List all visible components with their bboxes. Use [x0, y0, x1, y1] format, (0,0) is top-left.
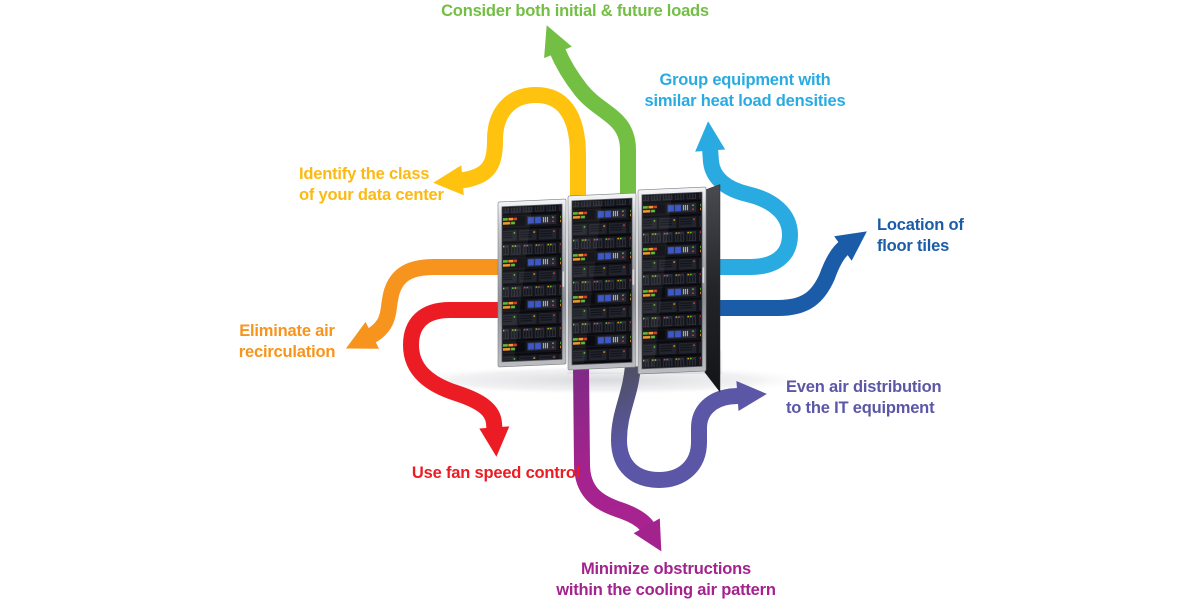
arrow-fan-speed — [402, 302, 540, 457]
callout-arrows — [345, 25, 867, 552]
arrow-floor-tiles — [690, 231, 867, 316]
arrow-air-distribution — [610, 365, 767, 489]
arrow-eliminate-recirculation — [345, 259, 540, 349]
arrow-identify-class — [433, 86, 586, 204]
server-racks-reflection — [497, 349, 721, 558]
arrow-initial-loads — [544, 25, 636, 204]
callout-initial-loads-label: Consider both initial & future loads — [441, 2, 709, 20]
callout-floor-tiles-label: Location of floor tiles — [877, 216, 964, 255]
callout-eliminate-recirculation-label: Eliminate air recirculation — [238, 322, 336, 361]
server-racks-illustration — [497, 184, 721, 393]
callout-fan-speed-label: Use fan speed control — [411, 464, 581, 482]
callout-identify-class-label: Identify the class of your data center — [299, 165, 444, 204]
callout-group-equipment-label: Group equipment with similar heat load d… — [644, 71, 846, 110]
arrow-minimize-obstructions — [573, 365, 662, 552]
arrow-group-equipment — [690, 121, 799, 275]
callout-air-distribution-label: Even air distribution to the IT equipmen… — [786, 378, 942, 417]
callout-minimize-obstructions-label: Minimize obstructions within the cooling… — [556, 560, 776, 599]
